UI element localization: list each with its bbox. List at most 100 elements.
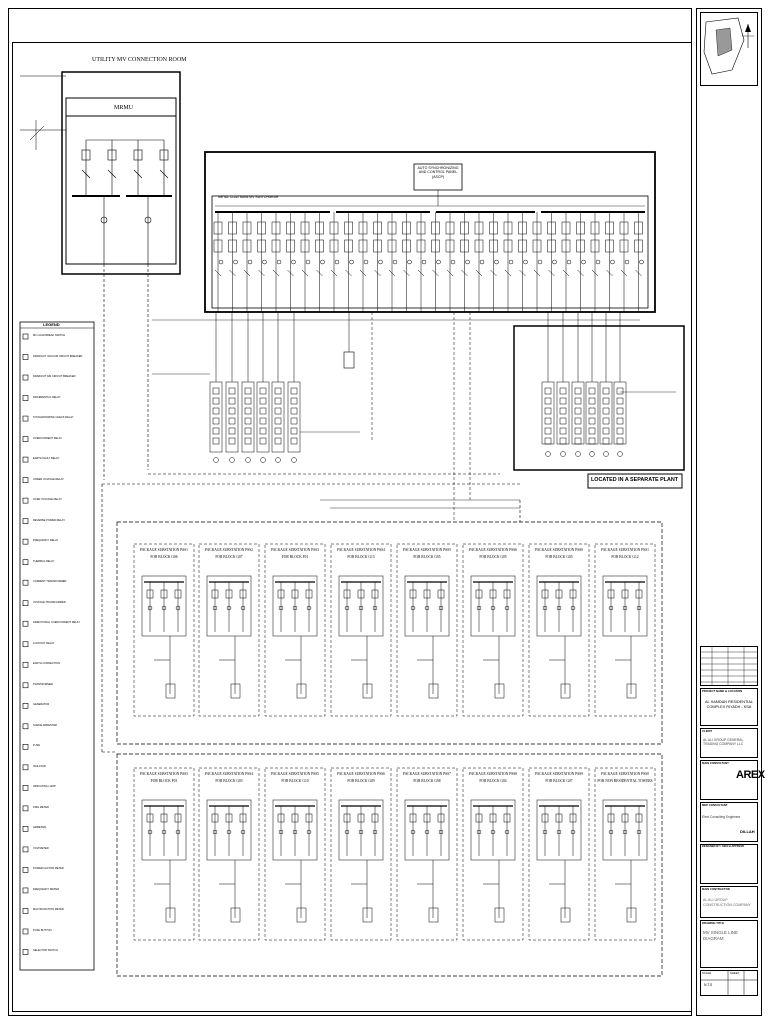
legend-item: FUSE [33, 744, 40, 748]
title-block [696, 8, 762, 1016]
legend-item: VOLTAGE TRANSFORMER [33, 600, 66, 604]
mep-name: Elect Consulting Engineers [702, 815, 741, 819]
substation-block: FOR BLOCK G07 [545, 779, 573, 783]
legend-item: UNDER VOLTAGE RELAY [33, 477, 64, 481]
legend-item: TRANSFORMER [33, 682, 54, 686]
substation-block: FOR BLOCK G05 [413, 555, 441, 559]
drawing-title-section [700, 920, 758, 968]
substation-block: FOR BLOCK G05 [479, 555, 507, 559]
designer-label: DESIGNED BY / SIGN & APPROVE [702, 845, 745, 848]
substation-title: PACKAGE SUBSTATION PSS3 [140, 772, 188, 776]
substation-block: FOR BLOCK G09 [347, 779, 375, 783]
client-label: CLIENT [702, 729, 713, 733]
scale-sheet-section [700, 970, 758, 996]
substation-title: PACKAGE SUBSTATION PSS5 [271, 772, 319, 776]
legend-item: SYNCHRONIZING CHECK RELAY [33, 416, 74, 420]
substation-block: FOR NON RESIDENTIAL TOWERS [597, 779, 653, 783]
contractor-section [700, 886, 758, 918]
legend-item: EARTH FAULT RELAY [33, 457, 60, 461]
legend-item: SURGE ARRESTER [33, 723, 57, 727]
architect-section [700, 760, 758, 800]
scale-value: N.T.S [704, 983, 713, 987]
mep-label: MEP CONSULTANT [702, 803, 728, 807]
drawing-title-label: DRAWING TITLE [702, 921, 725, 925]
substation-title: PACKAGE SUBSTATION PSS3 [271, 548, 319, 552]
substation-block: FOR BLOCK G13 [347, 555, 375, 559]
substation-block: FOR BLOCK G04 [479, 779, 507, 783]
contractor-name: AL ALI GROUP CONSTRUCTION COMPANY [703, 898, 751, 907]
substation-title: PACKAGE SUBSTATION PSS7 [403, 772, 451, 776]
project-section [700, 688, 758, 726]
legend-item: EARTH CONNECTION [33, 662, 60, 666]
legend-item: THERMAL RELAY [33, 559, 55, 563]
legend-item: LOCKOUT RELAY [33, 641, 55, 645]
legend-item: OVER VOLTAGE RELAY [33, 498, 62, 502]
mep-logo: DILLAH [740, 829, 755, 834]
legend-item: MULTIFUNCTION METER [33, 908, 64, 912]
substation-block: FOR BLOCK G08 [413, 779, 441, 783]
substation-title: PACKAGE SUBSTATION PSS0 [601, 772, 649, 776]
substation-block: FOR BLOCK F01 [281, 555, 309, 559]
project-label: PROJECT NAME & LOCATION [702, 689, 743, 693]
substation-title: PACKAGE SUBSTATION PSS8 [469, 772, 517, 776]
substation-block: FOR BLOCK G06 [150, 555, 178, 559]
key-plan [700, 12, 758, 86]
mep-section [700, 802, 758, 842]
substation-block: FOR BLOCK G05 [545, 555, 573, 559]
substation-title: PACKAGE SUBSTATION PSS1 [140, 548, 188, 552]
client-section [700, 728, 758, 758]
substation-title: PACKAGE SUBSTATION PSS1 [601, 548, 649, 552]
legend-item: FREQUENCY RELAY [33, 539, 59, 543]
designer-section [700, 844, 758, 884]
architect-logo: AREX [736, 769, 765, 781]
legend-item: POWER FACTOR METER [33, 867, 64, 871]
substation-title: PACKAGE SUBSTATION PSS6 [337, 772, 385, 776]
substation-block: FOR BLOCK G12 [611, 555, 639, 559]
switchgear-label: METAL CLAD MAIN MV SWITCHGEAR [218, 195, 279, 199]
revision-table [700, 646, 758, 686]
legend-item: INDICATING LAMP [33, 785, 56, 789]
mv-room-title: UTILITY MV CONNECTION ROOM [92, 57, 187, 63]
substation-title: PACKAGE SUBSTATION PSS4 [205, 772, 253, 776]
substation-title: PACKAGE SUBSTATION PSS5 [403, 548, 451, 552]
contractor-label: MAIN CONTRACTOR [702, 887, 730, 891]
legend-item: FREQUENCY METER [33, 887, 60, 891]
client-name: AL ALI GROUP GENERAL TRADING COMPANY LLC [703, 738, 744, 747]
substation-block: FOR BLOCK G03 [215, 779, 243, 783]
architect-label: MAIN CONSULTANT [702, 761, 729, 765]
ascp-label: AUTO SYNCHRONIZING AND CONTROL PANEL (AS… [417, 166, 459, 179]
legend-item: KWH METER [33, 805, 49, 809]
legend-title: LEGEND [43, 322, 60, 327]
legend-item: REVERSE POWER RELAY [33, 518, 65, 522]
project-name: AL HAMDAN RESIDENTIAL COMPLEX RIYADH - K… [705, 700, 753, 709]
substation-block: FOR BLOCK G10 [281, 779, 309, 783]
substation-title: PACKAGE SUBSTATION PSS2 [205, 548, 253, 552]
legend-item: VOLTMETER [33, 846, 49, 850]
legend-item: DRAWOUT AIR CIRCUIT BREAKER [33, 375, 76, 379]
substation-block: FOR BLOCK G07 [215, 555, 243, 559]
sheet-label: SHEET [730, 971, 740, 975]
legend-item: SELECTOR SWITCH [33, 949, 58, 953]
legend-item: DRAWOUT VACUUM CIRCUIT BREAKER [33, 354, 83, 358]
legend-item: MV LOAD BREAK SWITCH [33, 334, 66, 337]
separate-plant-label: LOCATED IN A SEPARATE PLANT [591, 477, 679, 483]
legend-item: DIFFERENTIAL RELAY [33, 395, 61, 399]
substation-title: PACKAGE SUBSTATION PSS6 [469, 548, 517, 552]
legend-item: ISOLATOR [33, 764, 46, 768]
substation-block: FOR BLOCK F03 [150, 779, 178, 783]
legend-item: CURRENT TRANSFORMER [33, 580, 67, 584]
legend-item: GENERATOR [33, 703, 50, 707]
scale-label: SCALE [702, 971, 712, 975]
legend-item: PUSH BUTTON [33, 928, 52, 932]
legend-item: DIRECTIONAL OVERCURRENT RELAY [33, 621, 81, 625]
substation-title: PACKAGE SUBSTATION PSS0 [535, 548, 583, 552]
drawing-area-frame [12, 42, 692, 1012]
legend-item: OVERCURRENT RELAY [33, 436, 63, 440]
substation-title: PACKAGE SUBSTATION PSS4 [337, 548, 385, 552]
legend-item: AMMETER [33, 826, 46, 830]
drawing-title: MV SINGLE LINE DIAGRAM [703, 930, 738, 941]
